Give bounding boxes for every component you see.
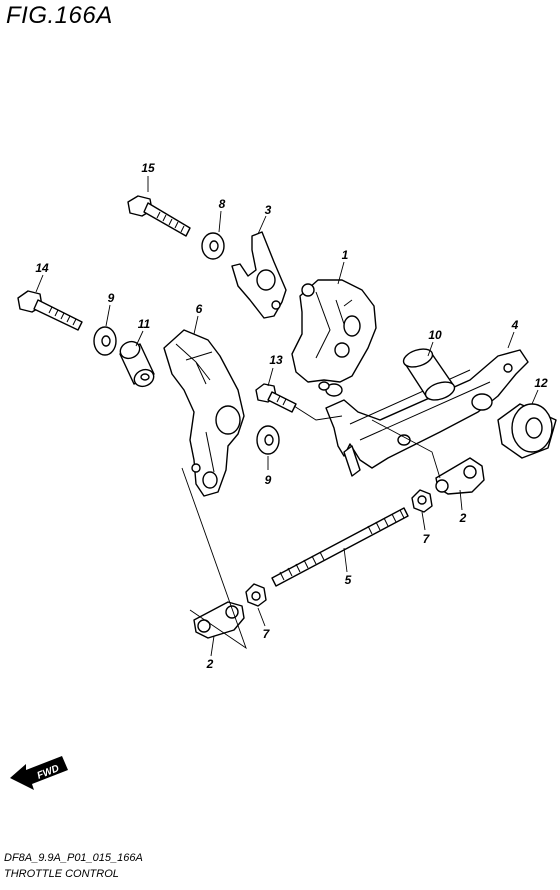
callout-10: 10 bbox=[428, 328, 442, 342]
part-4-link-plate[interactable] bbox=[325, 349, 529, 477]
part-14-bolt[interactable] bbox=[17, 290, 83, 331]
callout-3: 3 bbox=[265, 203, 272, 217]
figure-title: FIG.166A bbox=[6, 2, 113, 29]
callout-15: 15 bbox=[141, 161, 155, 175]
callout-8: 8 bbox=[219, 197, 226, 211]
callout-1: 1 bbox=[342, 248, 349, 262]
callout-7-bottom: 7 bbox=[263, 627, 271, 641]
part-8-washer[interactable] bbox=[201, 232, 225, 260]
callout-9-center: 9 bbox=[265, 473, 272, 487]
part-3-bracket[interactable] bbox=[231, 231, 287, 319]
callout-9-left: 9 bbox=[108, 291, 115, 305]
callout-2-right: 2 bbox=[459, 511, 467, 525]
part-6-lever[interactable] bbox=[163, 329, 245, 497]
part-1-lever-arm[interactable] bbox=[291, 279, 377, 397]
callout-2-bottom: 2 bbox=[206, 657, 214, 671]
part-9-washer-center[interactable] bbox=[256, 425, 280, 455]
part-15-bolt[interactable] bbox=[127, 195, 191, 237]
assembly-lines bbox=[181, 299, 441, 650]
callout-12: 12 bbox=[534, 376, 548, 390]
callout-13: 13 bbox=[269, 353, 283, 367]
part-11-collar[interactable] bbox=[118, 339, 157, 390]
part-10-collar[interactable] bbox=[401, 346, 456, 403]
callout-7-right: 7 bbox=[423, 532, 431, 546]
figure-caption: THROTTLE CONTROL bbox=[4, 868, 119, 880]
callout-11: 11 bbox=[138, 317, 151, 331]
part-7-nut-right[interactable] bbox=[411, 489, 433, 513]
callout-leaders bbox=[35, 176, 539, 657]
part-2-rod-end-right[interactable] bbox=[435, 457, 485, 495]
callout-5: 5 bbox=[345, 573, 352, 587]
callout-14: 14 bbox=[35, 261, 49, 275]
part-9-washer-left[interactable] bbox=[93, 326, 117, 356]
fwd-arrow: FWD bbox=[10, 756, 68, 790]
part-13-bolt[interactable] bbox=[255, 383, 297, 413]
callout-6: 6 bbox=[196, 302, 203, 316]
part-12-collar[interactable] bbox=[497, 403, 557, 459]
callout-4: 4 bbox=[511, 318, 519, 332]
part-5-threaded-rod[interactable] bbox=[271, 507, 409, 587]
part-7-nut-bottom[interactable] bbox=[245, 583, 267, 607]
figure-code: DF8A_9.9A_P01_015_166A bbox=[4, 852, 143, 864]
